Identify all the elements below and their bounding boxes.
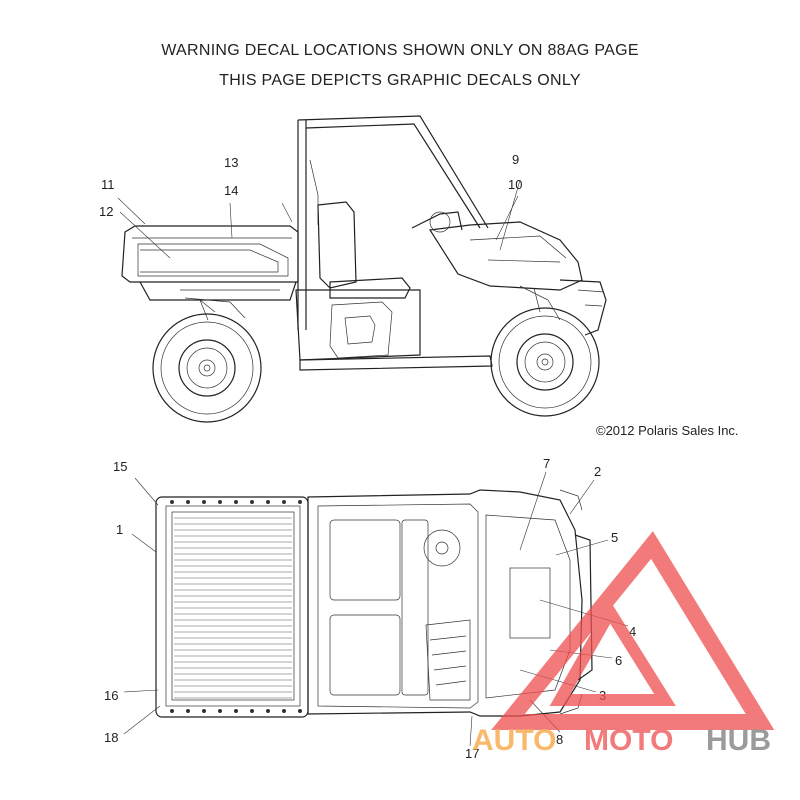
bed-rivet: [266, 500, 270, 504]
callout-1: 1: [116, 522, 123, 537]
bed-rivet: [170, 709, 174, 713]
watermark-triangle-inner-icon: [549, 600, 676, 706]
header-line-2: THIS PAGE DEPICTS GRAPHIC DECALS ONLY: [219, 72, 581, 89]
callout-12: 12: [99, 204, 113, 219]
watermark-hub: HUB: [706, 724, 771, 757]
callout-11: 11: [101, 177, 115, 192]
watermark-moto: MOTO: [584, 724, 673, 757]
callout-17: 17: [465, 746, 479, 761]
bed-rivet: [298, 500, 302, 504]
bed-rivet: [298, 709, 302, 713]
callout-5: 5: [611, 530, 618, 545]
callout-18: 18: [104, 730, 118, 745]
watermark-auto: AUTO: [472, 724, 556, 757]
side-view-front-wheel: [490, 307, 600, 417]
callout-13: 13: [224, 155, 238, 170]
callout-9: 9: [512, 152, 519, 167]
callout-16: 16: [104, 688, 118, 703]
bed-rivet: [282, 709, 286, 713]
bed-rivet: [202, 709, 206, 713]
automotohub-watermark: AUTO MOTO HUB: [472, 531, 775, 757]
callout-4: 4: [629, 624, 636, 639]
callout-15: 15: [113, 459, 127, 474]
bed-rivet: [234, 709, 238, 713]
header-line-1: WARNING DECAL LOCATIONS SHOWN ONLY ON 88…: [161, 42, 639, 59]
top-view-vehicle: [155, 489, 593, 718]
bed-rivet: [186, 709, 190, 713]
bed-rivet: [202, 500, 206, 504]
bed-rivet: [282, 500, 286, 504]
callout-10: 10: [508, 177, 522, 192]
copyright-text: ©2012 Polaris Sales Inc.: [596, 423, 739, 438]
callout-14: 14: [224, 183, 238, 198]
bed-rivet: [266, 709, 270, 713]
bed-rivet: [186, 500, 190, 504]
callout-8: 8: [556, 732, 563, 747]
bed-rivet: [218, 709, 222, 713]
bed-rivet: [250, 709, 254, 713]
bed-rivet: [170, 500, 174, 504]
bed-rivet: [218, 500, 222, 504]
side-view-leaders: [117, 179, 521, 259]
bed-rivet: [234, 500, 238, 504]
callout-6: 6: [615, 653, 622, 668]
bed-rivet: [250, 500, 254, 504]
watermark-triangle-icon: [491, 531, 775, 730]
callout-2: 2: [594, 464, 601, 479]
side-view-vehicle: [121, 115, 607, 371]
side-view-rear-wheel: [152, 313, 262, 423]
page-header: WARNING DECAL LOCATIONS SHOWN ONLY ON 88…: [0, 36, 800, 96]
callout-7: 7: [543, 456, 550, 471]
